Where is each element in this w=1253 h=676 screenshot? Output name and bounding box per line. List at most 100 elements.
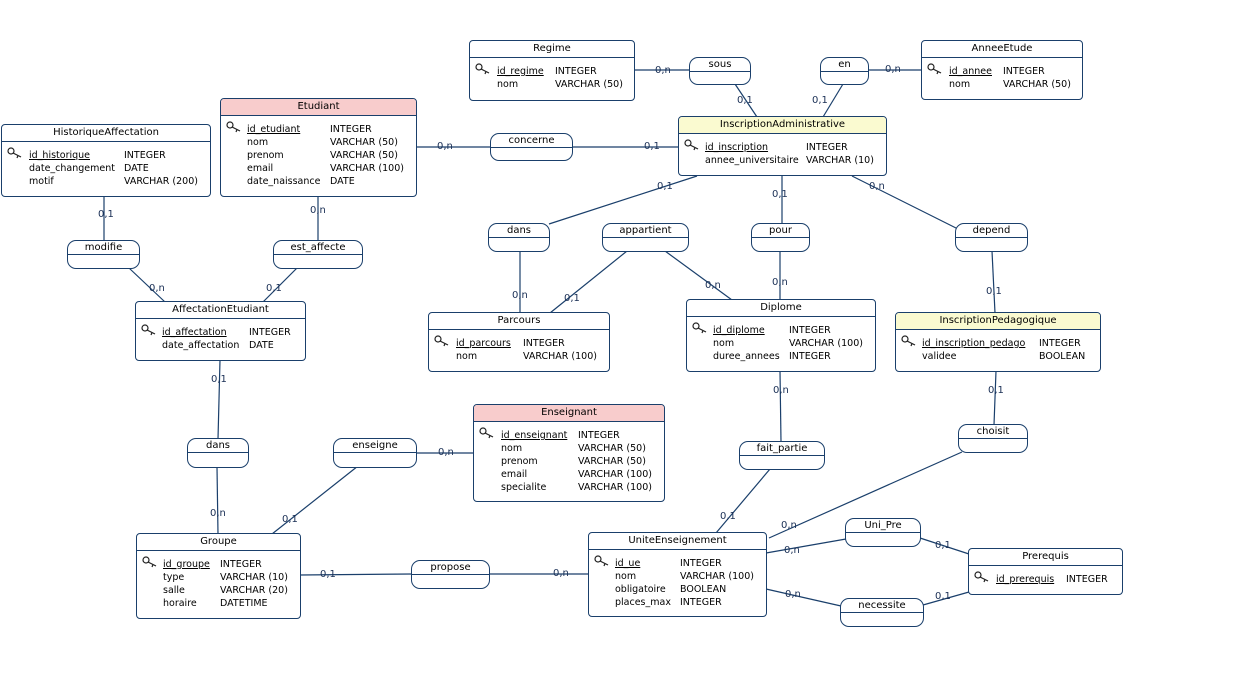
entity-regime[interactable]: Regime id_regime INTEGER nom VARCHAR (50… [469,40,635,101]
assoc-label: appartient [603,224,688,238]
attr-name: validee [922,351,957,362]
assoc-necessite[interactable]: necessite [840,598,924,627]
key-icon [594,555,609,567]
assoc-label: fait_partie [740,442,824,456]
attr-name: obligatoire [615,584,666,595]
attr-type: VARCHAR (50) [330,137,398,148]
attr-type: VARCHAR (100) [578,469,652,480]
attr-name: date_affectation [162,340,240,351]
entity-title: Etudiant [221,99,416,116]
attr-name: motif [29,176,54,187]
assoc-label: depend [956,224,1027,238]
attr-type: VARCHAR (100) [523,351,597,362]
key-icon [434,335,449,347]
assoc-label: dans [489,224,549,238]
entity-title: Prerequis [969,549,1122,566]
cardinality-label: 0,n [437,141,453,152]
assoc-label: necessite [841,599,923,613]
entity-annee-etude[interactable]: AnneeEtude id_annee INTEGER nom VARCHAR … [921,40,1083,100]
cardinality-label: 0,n [781,520,797,531]
entity-title: Groupe [137,534,300,551]
assoc-label: en [821,58,868,72]
assoc-concerne[interactable]: concerne [490,133,573,161]
cardinality-label: 0,1 [988,385,1004,396]
assoc-dans-groupe[interactable]: dans [187,438,249,468]
cardinality-label: 0,1 [772,189,788,200]
entity-affectation-etudiant[interactable]: AffectationEtudiant id_affectation INTEG… [135,301,306,361]
attr-type: VARCHAR (50) [578,456,646,467]
cardinality-label: 0,n [310,205,326,216]
assoc-label: sous [690,58,750,72]
attr-type: VARCHAR (100) [680,571,754,582]
attr-name: id_inscription [705,142,769,153]
attr-name: id_etudiant [247,124,301,135]
key-icon [974,571,989,583]
cardinality-label: 0,1 [211,374,227,385]
attr-name: horaire [163,598,197,609]
entity-title: Enseignant [474,405,664,422]
entity-diplome[interactable]: Diplome id_diplome INTEGER nom VARCHAR (… [686,299,876,372]
attr-type: VARCHAR (50) [330,150,398,161]
attr-type: INTEGER [1066,574,1108,585]
entity-title: Diplome [687,300,875,317]
cardinality-label: 0,1 [282,514,298,525]
attr-type: BOOLEAN [1039,351,1086,362]
cardinality-label: 0,n [784,545,800,556]
assoc-propose[interactable]: propose [411,560,490,589]
assoc-sous[interactable]: sous [689,57,751,85]
attr-type: INTEGER [1003,66,1045,77]
cardinality-label: 0,n [553,568,569,579]
assoc-appartient[interactable]: appartient [602,223,689,252]
attr-type: INTEGER [220,559,262,570]
assoc-est-affecte[interactable]: est_affecte [273,240,363,269]
entity-groupe[interactable]: Groupe id_groupe INTEGER type VARCHAR (1… [136,533,301,619]
entity-enseignant[interactable]: Enseignant id_enseignant INTEGER nom VAR… [473,404,665,502]
attr-name: nom [615,571,637,582]
attr-name: nom [497,79,519,90]
assoc-uni-pre[interactable]: Uni_Pre [845,518,921,547]
attr-name: id_regime [497,66,544,77]
entity-historique-affectation[interactable]: HistoriqueAffectation id_historique INTE… [1,124,211,197]
attr-name: id_affectation [162,327,227,338]
attr-name: date_changement [29,163,115,174]
entity-title: HistoriqueAffectation [2,125,210,142]
assoc-enseigne[interactable]: enseigne [333,438,417,468]
assoc-label: pour [752,224,809,238]
assoc-depend[interactable]: depend [955,223,1028,252]
entity-inscription-pedagogique[interactable]: InscriptionPedagogique id_inscription_pe… [895,312,1101,372]
assoc-pour[interactable]: pour [751,223,810,252]
entity-prerequis[interactable]: Prerequis id_prerequis INTEGER [968,548,1123,595]
attr-type: VARCHAR (50) [1003,79,1071,90]
key-icon [226,121,241,133]
assoc-en[interactable]: en [820,57,869,85]
assoc-fait-partie[interactable]: fait_partie [739,441,825,470]
attr-type: VARCHAR (10) [806,155,874,166]
cardinality-label: 0,1 [266,283,282,294]
attr-name: id_historique [29,150,91,161]
cardinality-label: 0,n [655,65,671,76]
assoc-label: enseigne [334,439,416,453]
attr-type: DATE [249,340,274,351]
attr-name: places_max [615,597,671,608]
entity-etudiant[interactable]: Etudiant id_etudiant INTEGER nom VARCHAR… [220,98,417,197]
key-icon [475,63,490,75]
attr-name: nom [501,443,523,454]
entity-unite-enseignement[interactable]: UniteEnseignement id_ue INTEGER nom VARC… [588,532,767,617]
attr-type: INTEGER [789,325,831,336]
assoc-label: Uni_Pre [846,519,920,533]
assoc-dans-parcours[interactable]: dans [488,223,550,252]
assoc-choisit[interactable]: choisit [958,424,1028,453]
cardinality-label: 0,n [869,181,885,192]
entity-parcours[interactable]: Parcours id_parcours INTEGER nom VARCHAR… [428,312,610,372]
attr-type: VARCHAR (100) [789,338,863,349]
assoc-modifie[interactable]: modifie [67,240,140,269]
cardinality-label: 0,n [785,589,801,600]
cardinality-label: 0,n [885,64,901,75]
assoc-label: choisit [959,425,1027,439]
attr-type: DATE [124,163,149,174]
attr-name: nom [949,79,971,90]
attr-type: INTEGER [330,124,372,135]
attr-type: INTEGER [523,338,565,349]
entity-inscription-administrative[interactable]: InscriptionAdministrative id_inscription… [678,116,887,176]
cardinality-label: 0,n [512,290,528,301]
